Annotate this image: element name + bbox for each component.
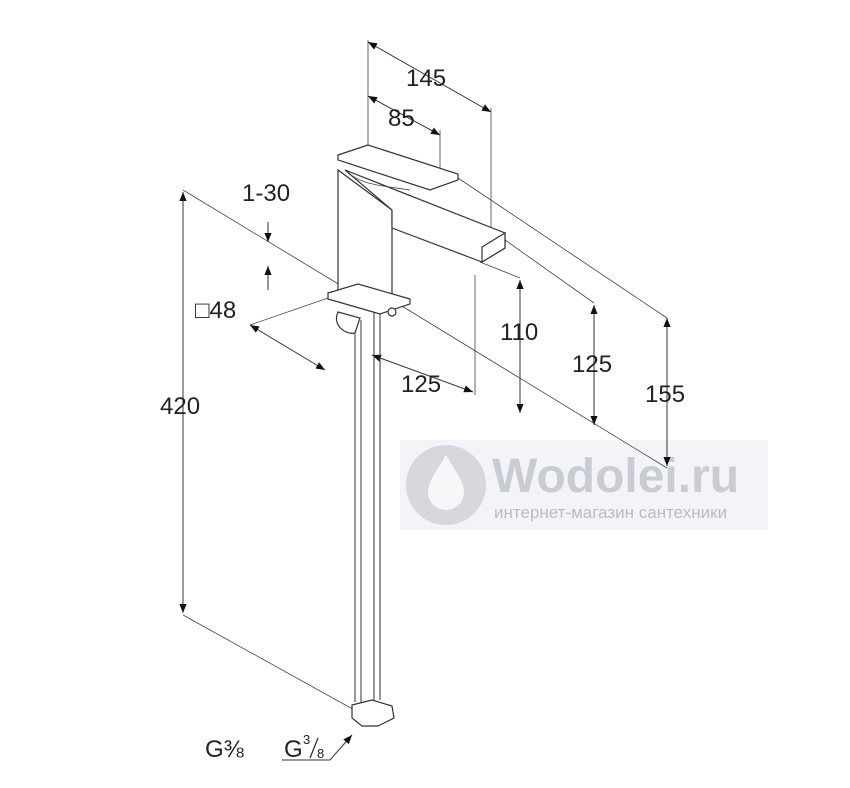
dimension-lines [179,41,671,761]
mounting-screw [387,307,397,317]
dimension-line-125-depth [371,354,474,393]
dim-155: 155 [645,381,685,408]
dim-145: 145 [406,65,446,92]
base-plate [327,283,411,315]
dim-420: 420 [160,393,200,420]
extension-line [249,297,329,326]
lever-handle [337,144,459,191]
dimension-line-85 [367,95,441,136]
faucet-body [327,144,506,727]
watermark: Wodolei.ru интернет-магазин сантехники [400,440,768,530]
extension-line [182,189,341,286]
dim-48: □48 [195,297,236,324]
mounting-nut [335,311,361,334]
extension-line [479,261,521,279]
supply-hoses [354,310,381,702]
watermark-tagline: интернет-магазин сантехники [494,503,727,522]
dim-1-30: 1-30 [242,180,290,207]
dim-85: 85 [388,105,415,132]
dim-110: 110 [500,319,538,346]
spout-outlet [481,231,506,264]
watermark-brand: Wodolei.ru [492,450,739,503]
thread-fraction-slash [309,737,319,759]
extension-line [504,239,595,304]
extension-line [391,299,668,469]
dim-125-depth: 125 [401,371,441,398]
extension-line [457,177,668,319]
extension-lines [182,40,668,713]
thread-numerator: 3 [303,732,310,747]
extension-line [182,614,359,713]
dim-connection-thread: G⅜ [205,736,245,763]
hose-connector [351,699,395,727]
dimension-line-48 [249,324,326,371]
dim-125-height: 125 [572,351,612,378]
dimension-line-145 [367,41,492,113]
thread-denominator: 8 [317,746,324,761]
lever-underside [347,171,411,191]
thread-label: G 3 8 [284,732,324,763]
dimension-labels: 145 85 1-30 □48 125 420 110 125 155 G⅜ G… [160,65,685,763]
thread-letter: G [284,736,303,763]
water-drop-icon [428,455,464,510]
thread-leader-line [282,734,353,761]
